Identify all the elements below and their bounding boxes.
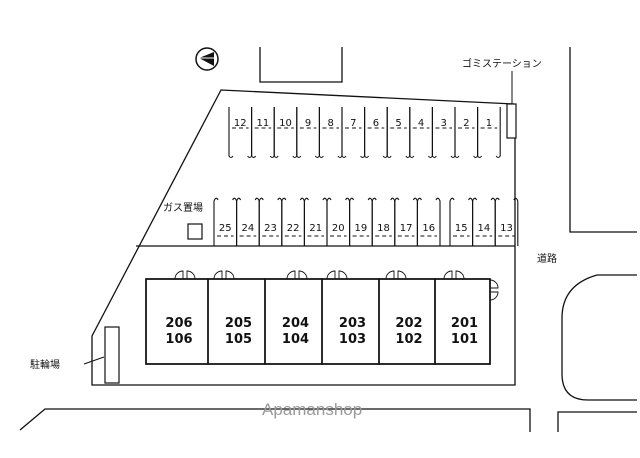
door-icon	[443, 270, 465, 280]
parking-space: 9	[296, 107, 320, 159]
parking-space: 15	[449, 197, 474, 246]
unit-number-lower: 104	[282, 332, 309, 347]
parking-space-number: 17	[400, 223, 413, 234]
unit-number-lower: 105	[225, 332, 252, 347]
bicycle-parking	[104, 326, 120, 384]
parking-space: 7	[341, 107, 366, 159]
road-edge-se	[557, 411, 637, 432]
site-boundary	[91, 89, 516, 386]
parking-space-number: 3	[441, 118, 447, 129]
parking-space: 2	[454, 107, 479, 159]
parking-space: 24	[236, 197, 260, 246]
unit-number-upper: 201	[451, 316, 478, 331]
parking-space-number: 14	[478, 223, 491, 234]
parking-space: 23	[258, 197, 283, 246]
road-label: 道路	[537, 252, 557, 265]
door-icon	[213, 270, 235, 280]
watermark: Apamanshop	[262, 400, 362, 419]
parking-space: 12	[228, 107, 253, 159]
unit-number-lower: 103	[339, 332, 366, 347]
door-icon	[286, 270, 308, 280]
parking-space-number: 4	[418, 118, 424, 129]
parking-space: 16	[416, 197, 441, 246]
parking-space-number: 20	[332, 223, 345, 234]
neighbor-building	[259, 47, 343, 83]
parking-space-number: 18	[377, 223, 390, 234]
gas-storage	[187, 223, 203, 240]
parking-space-number: 22	[287, 223, 300, 234]
parking-space: 5	[386, 107, 411, 159]
parking-space-number: 9	[305, 118, 311, 129]
parking-row-south: 25 24 23 22 21 20 19 18 17 16 15 14 13	[213, 197, 519, 246]
unit-number-lower: 102	[395, 332, 422, 347]
parking-space-number: 6	[373, 118, 379, 129]
parking-space: 8	[318, 107, 343, 159]
parking-space: 4	[409, 107, 433, 159]
road-corner-se	[561, 274, 637, 401]
parking-space: 10	[273, 107, 298, 159]
parking-space: 11	[251, 107, 275, 159]
unit-number-upper: 204	[282, 316, 309, 331]
parking-space-number: 10	[279, 118, 292, 129]
parking-space-number: 5	[395, 118, 401, 129]
parking-row-north: 12 11 10 9 8 7 6 5 4 3 2 1	[228, 107, 501, 159]
gas-storage-label: ガス置場	[163, 201, 203, 214]
parking-space: 17	[394, 197, 418, 246]
road-edge-east	[569, 47, 637, 233]
parking-space-number: 12	[234, 118, 247, 129]
garbage-station-label: ゴミステーション	[462, 57, 542, 70]
unit-number-upper: 206	[165, 316, 192, 331]
parking-space-number: 24	[242, 223, 255, 234]
parking-space-number: 7	[350, 118, 356, 129]
parking-space: 20	[326, 197, 351, 246]
parking-space-number: 16	[422, 223, 435, 234]
unit-number-lower: 106	[165, 332, 192, 347]
door-icon	[174, 270, 196, 280]
garbage-station	[506, 103, 517, 139]
parking-space-number: 11	[257, 118, 270, 129]
parking-space: 14	[472, 197, 496, 246]
unit-number-upper: 205	[225, 316, 252, 331]
parking-space-number: 13	[500, 223, 513, 234]
parking-space-number: 23	[264, 223, 277, 234]
parking-space: 21	[303, 197, 328, 246]
parking-space: 18	[371, 197, 396, 246]
door-icon	[489, 279, 499, 301]
unit-number-lower: 101	[451, 332, 478, 347]
parking-space-number: 8	[328, 118, 334, 129]
parking-space: 1	[477, 107, 501, 159]
unit-number-upper: 203	[339, 316, 366, 331]
parking-space: 13	[494, 197, 519, 246]
parking-space-number: 1	[486, 118, 492, 129]
parking-space-number: 2	[463, 118, 469, 129]
parking-space-number: 25	[219, 223, 232, 234]
parking-space-number: 21	[309, 223, 322, 234]
parking-space: 19	[349, 197, 373, 246]
unit-number-upper: 202	[395, 316, 422, 331]
road-edge-south	[19, 408, 531, 432]
parking-space: 3	[431, 107, 456, 159]
door-icon	[326, 270, 348, 280]
apartment-building	[145, 278, 491, 365]
parking-space: 22	[281, 197, 305, 246]
bicycle-parking-label: 駐輪場	[30, 358, 60, 371]
north-arrow-icon	[195, 47, 219, 71]
parking-space-number: 19	[355, 223, 368, 234]
parking-space: 6	[364, 107, 388, 159]
parking-space-number: 15	[455, 223, 468, 234]
door-icon	[385, 270, 407, 280]
parking-space: 25	[213, 197, 238, 246]
